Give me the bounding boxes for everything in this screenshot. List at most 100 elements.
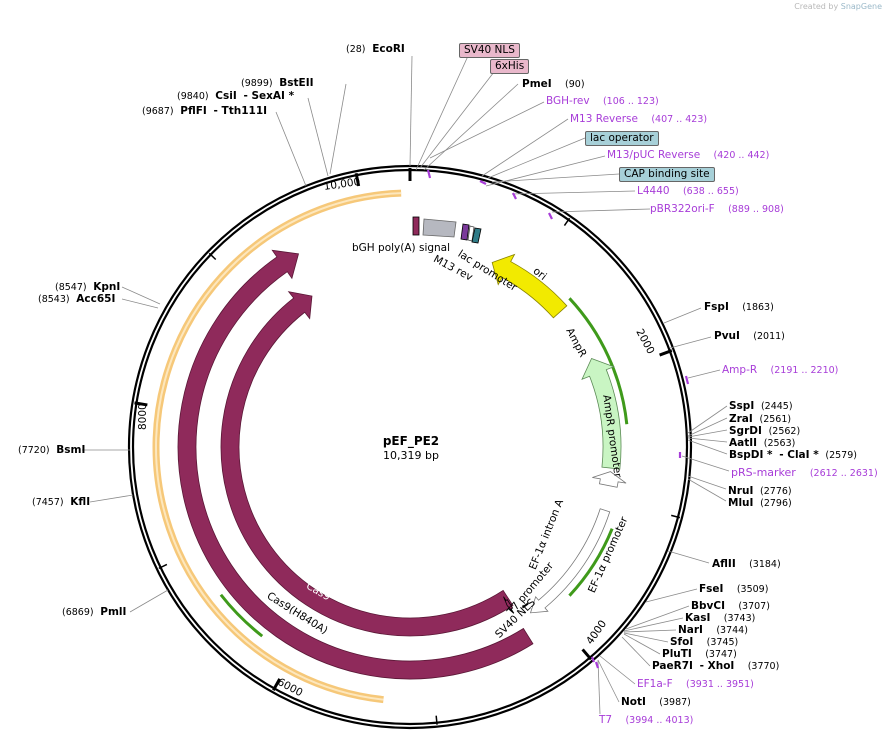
site-fspi-pos: (1863) xyxy=(742,302,774,313)
feature-ef1a-intron[interactable] xyxy=(521,602,529,609)
site-paer7i[interactable]: PaeR7I - XhoI (3770) xyxy=(652,660,779,673)
primer-m13-puc-reverse-range: (420 .. 442) xyxy=(713,150,770,161)
primer-bgh-rev-name: BGH-rev xyxy=(546,95,590,107)
site-sfoi[interactable]: SfoI (3745) xyxy=(670,636,738,649)
site-mlui-name: MluI xyxy=(728,497,754,509)
site-sexai-name: - SexAI * xyxy=(243,90,295,102)
feature-ef1a-promoter[interactable] xyxy=(529,508,611,614)
primer-t7[interactable]: T7 (3994 .. 4013) xyxy=(599,714,693,727)
primer-t7-name: T7 xyxy=(599,714,613,726)
leader-line xyxy=(681,455,730,472)
leader-line xyxy=(329,83,347,175)
feature-label-bgh: bGH poly(A) signal xyxy=(352,242,451,254)
primer-m13-puc-reverse[interactable]: M13/pUC Reverse (420 .. 442) xyxy=(607,149,769,162)
site-pmli-name: PmlI xyxy=(100,606,127,618)
feature-m13-rev[interactable] xyxy=(460,223,470,241)
primer-l4440-name: L4440 xyxy=(637,185,670,197)
site-bbvci-pos: (3707) xyxy=(738,601,770,612)
site-csii[interactable]: (9840) CsiI - SexAI * xyxy=(177,90,294,103)
feature-cas9[interactable] xyxy=(220,291,514,637)
site-bsmi-name: BsmI xyxy=(56,444,86,456)
site-bsmi[interactable]: (7720) BsmI xyxy=(18,444,85,457)
site-fspi[interactable]: FspI (1863) xyxy=(704,301,774,314)
site-fsei[interactable]: FseI (3509) xyxy=(699,583,768,596)
primer-ef1a-f[interactable]: EF1a-F (3931 .. 3951) xyxy=(637,678,754,691)
site-pmei[interactable]: PmeI (90) xyxy=(522,78,585,91)
leader-line xyxy=(623,617,684,632)
backbone-tick xyxy=(158,563,168,570)
primer-prs-marker[interactable]: pRS-marker (2612 .. 2631) xyxy=(731,466,878,480)
primer-marker xyxy=(548,212,553,220)
primer-m13-puc-reverse-name: M13/pUC Reverse xyxy=(607,149,701,161)
feature-ampr-promoter[interactable] xyxy=(592,471,627,488)
site-sfoi-name: SfoI xyxy=(670,636,694,648)
site-kfli[interactable]: (7457) KflI xyxy=(32,496,90,509)
leader-line xyxy=(645,588,698,603)
box-sv40-nls[interactable]: SV40 NLS xyxy=(459,43,520,58)
site-noti[interactable]: NotI (3987) xyxy=(621,696,691,709)
feature-ampr[interactable] xyxy=(581,357,622,470)
site-pflfi[interactable]: (9687) PflFI - Tth111I xyxy=(142,105,267,118)
leader-line xyxy=(687,417,728,437)
feature-cas9-h840a[interactable] xyxy=(177,249,534,680)
backbone-tick xyxy=(272,678,282,691)
label-leader-lines xyxy=(82,55,730,715)
site-acc65i[interactable]: (8543) Acc65I xyxy=(38,293,115,306)
feature-ori[interactable] xyxy=(491,253,568,319)
box-lac-operator[interactable]: lac operator xyxy=(585,131,659,146)
primer-amp-r-range: (2191 .. 2210) xyxy=(770,365,839,376)
site-ecori[interactable]: (28) EcoRI xyxy=(346,43,405,56)
site-nari-name: NarI xyxy=(678,624,703,636)
primer-amp-r[interactable]: Amp-R (2191 .. 2210) xyxy=(722,364,838,377)
primer-m13-reverse-range: (407 .. 423) xyxy=(651,114,708,125)
site-kasi[interactable]: KasI (3743) xyxy=(685,612,755,625)
watermark-text: Created by xyxy=(794,2,839,11)
leader-line xyxy=(487,137,586,179)
leader-line xyxy=(409,55,413,167)
site-sgrdi-name: SgrDI xyxy=(729,425,762,437)
feature-cap-site[interactable] xyxy=(471,227,482,244)
primer-pbr322ori-f[interactable]: pBR322ori-F (889 .. 908) xyxy=(650,203,784,216)
site-sgrdi-pos: (2562) xyxy=(768,426,801,437)
site-bspdi-pos: (2579) xyxy=(825,450,857,461)
site-aflii[interactable]: AflII (3184) xyxy=(712,558,781,571)
primer-ef1a-f-range: (3931 .. 3951) xyxy=(685,679,754,690)
leader-line xyxy=(623,629,677,633)
site-aatii-name: AatII xyxy=(729,437,758,449)
site-pvui[interactable]: PvuI (2011) xyxy=(714,330,785,343)
site-bspdi[interactable]: BspDI * - ClaI * (2579) xyxy=(729,449,857,462)
site-nari[interactable]: NarI (3744) xyxy=(678,624,748,637)
site-kpni[interactable]: (8547) KpnI xyxy=(55,281,120,294)
site-bsteii-name: BstEII xyxy=(279,77,314,89)
primer-bgh-rev[interactable]: BGH-rev (106 .. 123) xyxy=(546,95,659,108)
site-mlui[interactable]: MluI (2796) xyxy=(728,497,792,510)
site-pluti[interactable]: PluTI (3747) xyxy=(662,648,737,661)
site-sgrdi[interactable]: SgrDI (2562) xyxy=(729,425,800,438)
primer-ef1a-f-name: EF1a-F xyxy=(637,678,673,690)
site-pmli[interactable]: (6869) PmlI xyxy=(62,606,126,619)
leader-line xyxy=(129,589,169,613)
site-bsteii[interactable]: (9899) BstEII xyxy=(241,77,314,90)
box-cap-binding-site[interactable]: CAP binding site xyxy=(619,167,715,182)
box-6xhis[interactable]: 6xHis xyxy=(490,59,530,74)
leader-line xyxy=(625,605,690,630)
site-aatii[interactable]: AatII (2563) xyxy=(729,437,795,450)
site-bbvci[interactable]: BbvCI (3707) xyxy=(691,600,770,613)
leader-line xyxy=(307,97,329,177)
site-zrai[interactable]: ZraI (2561) xyxy=(729,413,791,426)
leader-line xyxy=(687,475,727,490)
orf-shadow-outer-core xyxy=(155,192,402,701)
feature-sv40-nls[interactable] xyxy=(503,596,514,614)
site-pflfi-pos: (9687) xyxy=(142,106,174,117)
site-sspi[interactable]: SspI (2445) xyxy=(729,400,793,413)
primer-m13-reverse[interactable]: M13 Reverse (407 .. 423) xyxy=(570,113,707,126)
feature-bgh-marker xyxy=(412,216,420,236)
backbone-tick xyxy=(208,252,217,261)
backbone-tick xyxy=(581,648,593,661)
feature-bgh-poly-a[interactable] xyxy=(422,218,457,238)
leader-line xyxy=(623,633,661,655)
site-pmei-name: PmeI xyxy=(522,78,552,90)
primer-l4440[interactable]: L4440 (638 .. 655) xyxy=(637,185,739,198)
site-nrui[interactable]: NruI (2776) xyxy=(728,485,792,498)
